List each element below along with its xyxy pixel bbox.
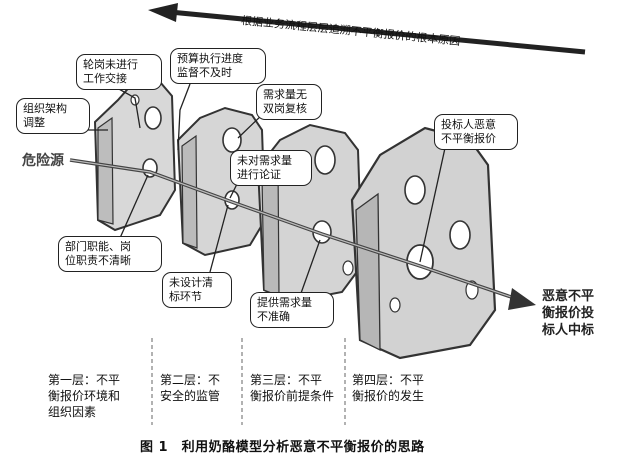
callout-rotation-handover: 轮岗未进行 工作交接 — [76, 54, 162, 90]
callout-org-adjustment: 组织架构 调整 — [16, 98, 90, 134]
layer-4-label: 第四层：不平 衡报价的发生 — [352, 373, 425, 403]
callout-unclear-duties: 部门职能、岗 位职责不清晰 — [58, 236, 162, 272]
callout-inaccurate-demand: 提供需求量 不准确 — [250, 292, 334, 328]
cheese-slice-2 — [176, 106, 267, 257]
callout-budget-supervision: 预算执行进度 监督不及时 — [170, 48, 266, 84]
callout-demand-demonstration: 未对需求量 进行论证 — [230, 150, 312, 186]
layer-dividers — [151, 338, 346, 425]
cheese-slice-1 — [93, 73, 177, 232]
callout-demand-double-check: 需求量无 双岗复核 — [256, 84, 322, 120]
cheese-slice-4 — [350, 126, 497, 360]
layer-1-label: 第一层：不平 衡报价环境和 组织因素 — [48, 373, 121, 419]
callout-no-bid-clearing: 未设计清 标环节 — [162, 272, 232, 308]
danger-source-label: 危险源 — [22, 153, 64, 169]
callout-malicious-bidder: 投标人恶意 不平衡报价 — [434, 114, 518, 150]
trace-back-arrow — [148, 3, 586, 55]
outcome-label: 恶意不平 衡报价投 标人中标 — [542, 289, 595, 338]
hazard-trajectory-arrow — [69, 158, 536, 310]
layer-2-label: 第二层：不 安全的监管 — [160, 373, 221, 403]
callout-pointers — [76, 83, 446, 297]
figure-caption: 图 1 利用奶酪模型分析恶意不平衡报价的思路 — [140, 440, 425, 455]
layer-3-label: 第三层：不平 衡报价前提条件 — [250, 373, 335, 403]
